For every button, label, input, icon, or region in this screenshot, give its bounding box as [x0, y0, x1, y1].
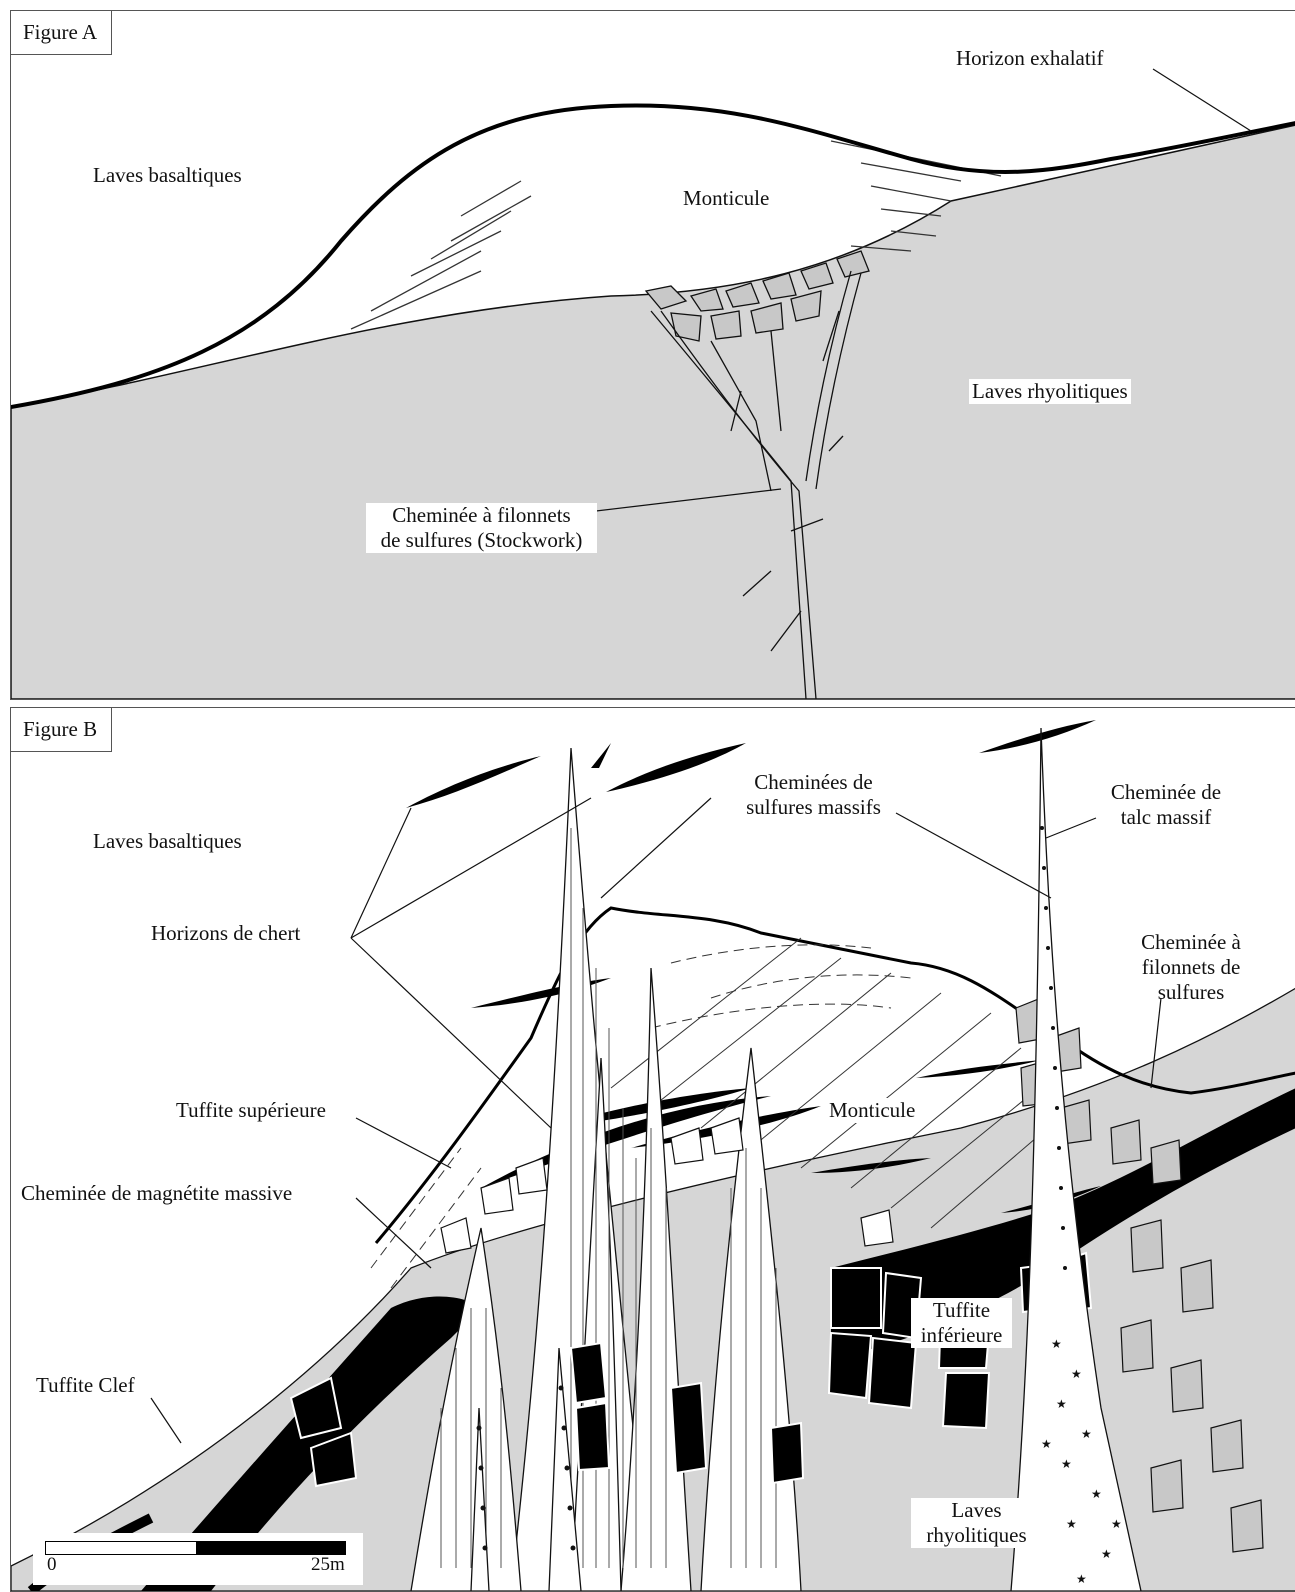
svg-text:★: ★	[1091, 1487, 1102, 1501]
scale-bar-white-segment	[45, 1541, 197, 1555]
stockwork-label: Cheminée à filonnets de sulfures (Stockw…	[366, 503, 597, 553]
filonnets-label-line3: sulfures	[1121, 980, 1261, 1005]
laves-basaltiques-label-a: Laves basaltiques	[93, 163, 242, 188]
rhyolitiques-label-b-line2: rhyolitiques	[914, 1523, 1039, 1548]
monticule-label-b: Monticule	[826, 1098, 918, 1123]
horizon-exhalatif-label: Horizon exhalatif	[956, 46, 1104, 71]
figure-a-tag: Figure A	[11, 11, 112, 55]
svg-text:★: ★	[1081, 1427, 1092, 1441]
tuffite-inferieure-label-line1: Tuffite	[914, 1298, 1009, 1323]
svg-text:★: ★	[1076, 1572, 1087, 1586]
sulfures-massifs-label-line2: sulfures massifs	[726, 795, 901, 820]
stockwork-label-line2: de sulfures (Stockwork)	[369, 528, 594, 553]
tuffite-inferieure-label-line2: inférieure	[914, 1323, 1009, 1348]
talc-massif-label: Cheminée de talc massif	[1096, 780, 1236, 830]
scale-bar-start-label: 0	[47, 1554, 57, 1576]
svg-text:★: ★	[1101, 1547, 1112, 1561]
figure-b-tag: Figure B	[11, 708, 112, 752]
figure-a-panel: Figure A Horizon exhalatif Laves basalti…	[10, 10, 1295, 700]
sulfures-massifs-label-line1: Cheminées de	[726, 770, 901, 795]
laves-rhyolitiques-label-a: Laves rhyolitiques	[969, 379, 1131, 404]
stockwork-label-line1: Cheminée à filonnets	[369, 503, 594, 528]
talc-massif-label-line1: Cheminée de	[1096, 780, 1236, 805]
svg-text:★: ★	[1051, 1337, 1062, 1351]
sulfures-massifs-label: Cheminées de sulfures massifs	[726, 770, 901, 820]
rhyolitiques-label-b-line1: Laves	[914, 1498, 1039, 1523]
svg-text:★: ★	[1061, 1457, 1072, 1471]
tuffite-clef-label: Tuffite Clef	[36, 1373, 135, 1398]
svg-text:★: ★	[1066, 1517, 1077, 1531]
svg-text:★: ★	[1041, 1437, 1052, 1451]
monticule-label-a: Monticule	[683, 186, 769, 211]
magnetite-label: Cheminée de magnétite massive	[21, 1181, 292, 1206]
figure-a-diagram	[11, 11, 1295, 699]
rhyolite-basement	[11, 125, 1295, 699]
figure-b-panel: ★★★ ★★★ ★★★ ★★ Figure B Laves basaltiq	[10, 707, 1295, 1592]
rhyolitiques-label-b: Laves rhyolitiques	[911, 1498, 1042, 1548]
scale-bar-end-label: 25m	[311, 1554, 345, 1576]
scale-bar-black-segment	[196, 1541, 346, 1555]
svg-text:★: ★	[1056, 1397, 1067, 1411]
tuffite-superieure-label: Tuffite supérieure	[176, 1098, 326, 1123]
svg-text:★: ★	[1071, 1367, 1082, 1381]
filonnets-label-line1: Cheminée à	[1121, 930, 1261, 955]
horizons-chert-label: Horizons de chert	[151, 921, 300, 946]
talc-massif-label-line2: talc massif	[1096, 805, 1236, 830]
laves-basaltiques-label-b: Laves basaltiques	[93, 829, 242, 854]
svg-text:★: ★	[1111, 1517, 1122, 1531]
tuffite-inferieure-label: Tuffite inférieure	[911, 1298, 1012, 1348]
filonnets-label-line2: filonnets de	[1121, 955, 1261, 980]
filonnets-label: Cheminée à filonnets de sulfures	[1121, 930, 1261, 1005]
